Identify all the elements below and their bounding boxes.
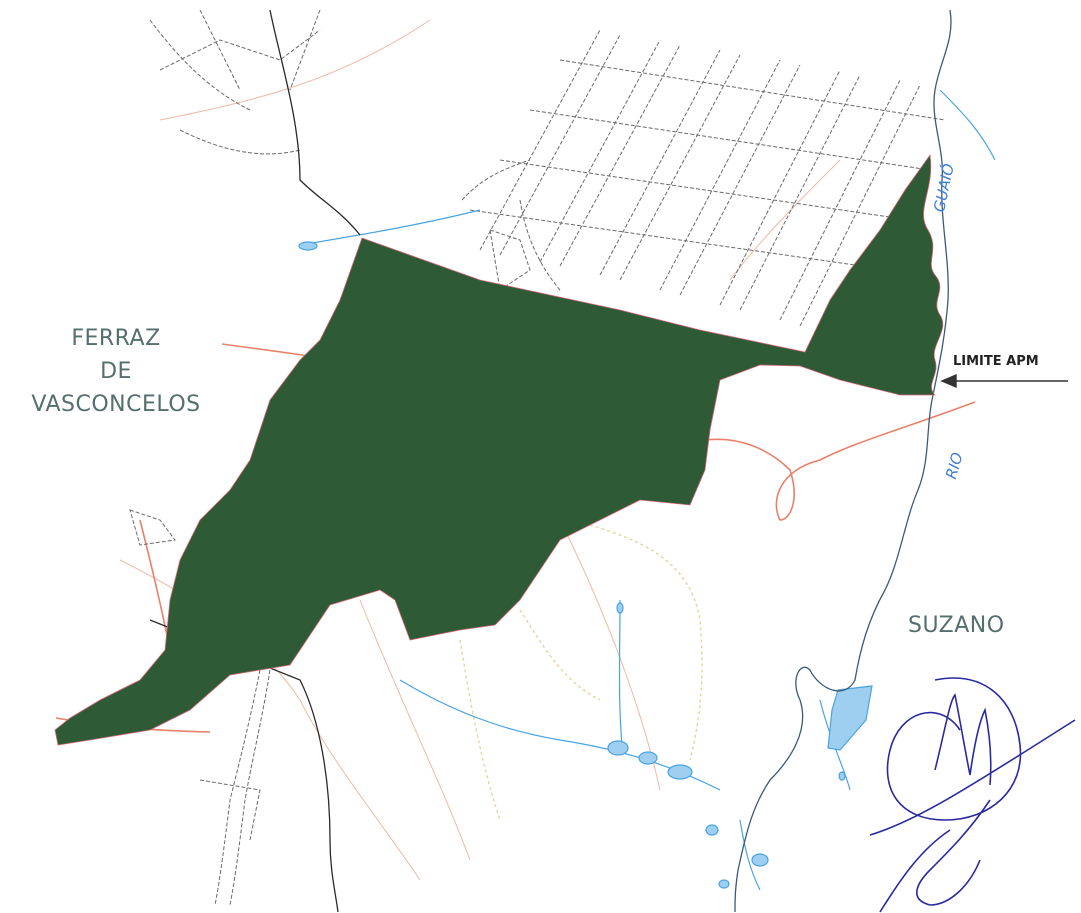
street-grid	[129, 9, 946, 906]
boundary-marker-label: LIMITE APM	[953, 354, 1039, 369]
municipality-label-west-line3: VASCONCELOS	[31, 392, 201, 417]
municipality-label-west-line1: FERRAZ	[71, 326, 161, 351]
water-streams	[299, 89, 996, 891]
trails	[459, 524, 703, 821]
municipality-label-west-line2: DE	[100, 359, 132, 384]
river-guaio	[734, 9, 952, 913]
handwritten-signature	[869, 677, 1076, 913]
municipality-label-west: FERRAZ DE VASCONCELOS	[0, 322, 232, 421]
protected-area-polygon	[54, 153, 944, 746]
water-bodies	[298, 241, 873, 889]
arrow-icon	[940, 373, 1068, 389]
municipality-label-east: SUZANO	[908, 613, 1005, 638]
